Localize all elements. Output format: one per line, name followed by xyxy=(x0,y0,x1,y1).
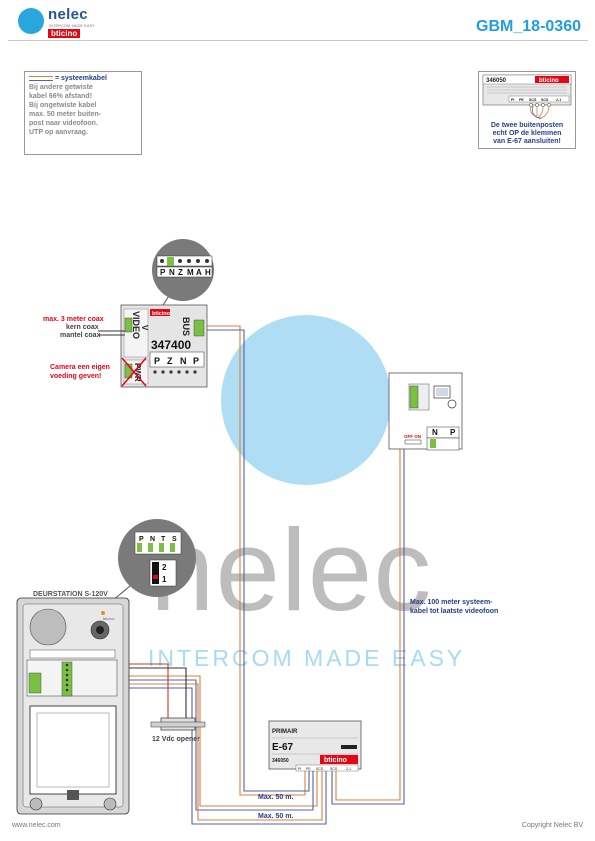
door-station-brand: bticino xyxy=(103,617,114,621)
camera-power-label: voeding geven! xyxy=(50,373,101,380)
module-terminal: Z xyxy=(167,356,173,366)
nelec-logo-icon xyxy=(18,8,44,34)
module-brand: bticino xyxy=(152,311,171,317)
mini-terminal: SCS xyxy=(541,98,549,102)
dip-label: 2 xyxy=(162,563,167,572)
port-video-label: VIDEO xyxy=(131,311,141,339)
logo-brand: bticino xyxy=(48,29,81,38)
door-zoom-terminal: P xyxy=(139,536,144,543)
cable-note: = systeemkabel Bij andere getwiste kabel… xyxy=(24,71,142,155)
cable-note-line: UTP op aanvraag. xyxy=(29,129,89,136)
zoom-terminal: Z xyxy=(178,268,183,277)
logo-name: nelec xyxy=(48,6,88,23)
camera-terminal-zoom: P N Z M A H xyxy=(152,239,214,311)
screw-icon xyxy=(29,797,43,811)
door-zoom-terminal: N xyxy=(150,536,155,543)
screw-icon xyxy=(103,797,117,811)
supply-terminal: PE xyxy=(306,767,311,771)
footer-copyright: Copyright Nelec BV xyxy=(521,822,583,829)
mini-terminal: PI xyxy=(511,98,514,102)
switch-label: OFF ON xyxy=(404,434,421,439)
mini-brand: bticino xyxy=(539,78,559,84)
primary-label: PRIMAIR xyxy=(272,729,298,735)
supply-terminal: SCS xyxy=(330,767,338,771)
supply-model: 346050 xyxy=(272,758,289,764)
watermark-logo-icon xyxy=(221,315,391,485)
logo-tagline: INTERCOM MADE EASY xyxy=(49,23,95,28)
supply-brand: bticino xyxy=(324,757,347,764)
connection-note: 346050 bticino PI PE SCS SCS 2-1 De twee… xyxy=(478,71,576,149)
no-power-cross-icon xyxy=(121,357,147,387)
cable-max-label: Max. 50 m. xyxy=(258,794,293,801)
coax-shield-label: mantel coax xyxy=(60,332,101,339)
cable-note-line: post naar videofoon. xyxy=(29,120,98,127)
cable-max-label: Max. 50 m. xyxy=(258,813,293,820)
mini-model: 346050 xyxy=(486,78,507,84)
module-terminal: N xyxy=(180,356,187,366)
mini-terminal: PE xyxy=(519,98,524,102)
zoom-terminal: H xyxy=(205,268,211,277)
watermark-tagline: INTERCOM MADE EASY xyxy=(148,645,466,671)
cable-note-line: Bij ongetwiste kabel xyxy=(29,102,97,109)
monitor-terminal: P xyxy=(450,428,456,437)
coax-max-label: max. 3 meter coax xyxy=(43,316,104,323)
door-station-title: DEURSTATION S-120V xyxy=(33,591,108,598)
speaker-icon xyxy=(447,399,457,409)
supply-terminal: SCS xyxy=(316,767,324,771)
supply-terminal: PI xyxy=(298,767,301,771)
cable-note-title: = systeemkabel xyxy=(29,74,137,83)
cable-note-line: max. 50 meter buiten- xyxy=(29,111,101,118)
cable-length-note: kabel tot laatste videofoon xyxy=(410,608,498,615)
footer-website[interactable]: www.nelec.com xyxy=(12,822,61,829)
module-model: 347400 xyxy=(151,338,191,352)
cable-note-line: Bij andere getwiste xyxy=(29,84,93,91)
power-supply-e67: PRIMAIR E-67 346050 bticino PI PE SCS SC… xyxy=(268,720,362,772)
cable-note-line: kabel 66% afstand! xyxy=(29,93,93,100)
door-opener: 12 Vdc opener xyxy=(150,717,206,743)
coax-core-label: kern coax xyxy=(66,324,99,331)
header-divider xyxy=(8,40,588,41)
port-pwr-label: PWR xyxy=(133,363,142,382)
opener-label: 12 Vdc opener xyxy=(152,736,200,743)
monitor-terminal: N xyxy=(432,428,438,437)
connection-warning: De twee buitenposten echt OP de klemmen … xyxy=(490,122,564,145)
power-supply-mini-diagram: 346050 bticino PI PE SCS SCS 2-1 xyxy=(482,74,572,120)
cable-length-note: Max. 100 meter systeem- xyxy=(410,599,493,606)
port-v-label: V xyxy=(140,325,149,331)
module-terminal: P xyxy=(154,356,160,366)
door-station-terminal-zoom: P N T S 2 1 xyxy=(105,519,196,607)
zoom-terminal: A xyxy=(196,268,202,277)
mini-terminal: SCS xyxy=(529,98,537,102)
document-code: GBM_18-0360 xyxy=(476,18,581,35)
supply-terminal: 2-1 xyxy=(346,767,351,771)
videophone-panel: N P OFF ON xyxy=(388,372,463,451)
camera-power-label: Camera een eigen xyxy=(50,364,110,371)
zoom-terminal: P xyxy=(160,268,166,277)
zoom-terminal: M xyxy=(187,268,194,277)
mini-terminal: 2-1 xyxy=(556,98,561,102)
speaker-grille-icon xyxy=(29,608,67,646)
camera-module-347400: VIDEO V bticino BUS 347400 P Z N P PWR xyxy=(120,304,208,388)
door-station-s120v: DEURSTATION S-120V bticino xyxy=(16,591,130,815)
door-zoom-terminal: T xyxy=(161,536,166,543)
zoom-terminal: N xyxy=(169,268,175,277)
module-terminal: P xyxy=(193,356,199,366)
watermark-text: nelec xyxy=(150,505,433,635)
door-zoom-terminal: S xyxy=(172,536,177,543)
supply-model-name: E-67 xyxy=(272,742,294,753)
dip-label: 1 xyxy=(162,575,167,584)
port-bus-label: BUS xyxy=(181,317,191,336)
switch-icon xyxy=(404,439,422,445)
